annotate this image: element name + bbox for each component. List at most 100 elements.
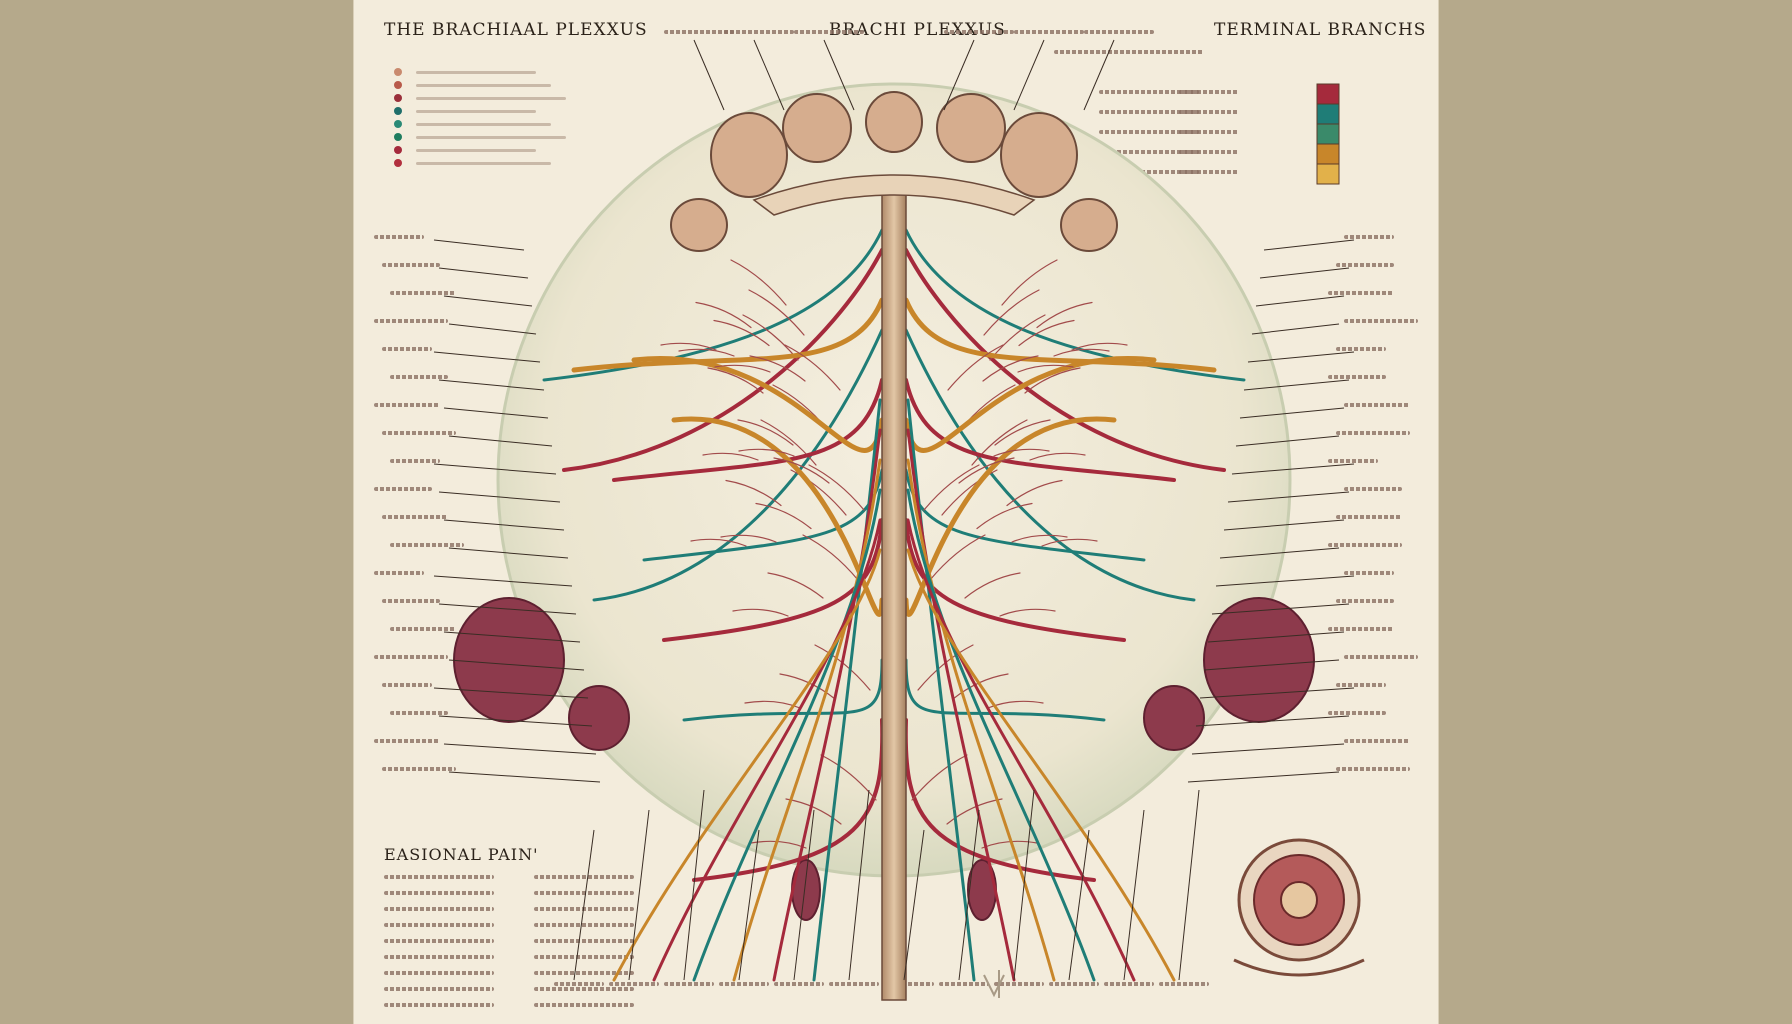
leader-line — [1251, 323, 1340, 335]
vertebra — [782, 93, 852, 163]
illegible-label — [1328, 627, 1394, 631]
illegible-label — [1014, 30, 1084, 34]
spinal-column — [881, 189, 907, 1001]
legend-item — [394, 66, 536, 78]
nerve-branch — [971, 419, 1028, 466]
nerve-branch — [904, 378, 1176, 482]
illegible-label — [384, 907, 494, 911]
illegible-label — [1179, 170, 1239, 174]
illegible-label — [374, 319, 448, 323]
leader-line — [1013, 789, 1035, 981]
nerve-branch — [987, 700, 1044, 709]
nerve-branch — [784, 344, 841, 391]
leader-line — [1199, 687, 1355, 699]
illegible-label — [384, 987, 494, 991]
illegible-label — [534, 923, 634, 927]
nerve-branch — [714, 364, 771, 373]
legend-item — [394, 157, 551, 169]
nerve-branch — [1029, 452, 1086, 461]
nerve-branch — [707, 367, 764, 394]
nerve-branch — [904, 518, 1126, 642]
leader-line — [628, 809, 650, 981]
nerve-branch — [732, 608, 789, 617]
nerve-branch — [695, 301, 752, 329]
illegible-label — [382, 515, 448, 519]
illegible-label — [390, 543, 464, 547]
leader-line — [793, 809, 815, 981]
illegible-label — [374, 739, 440, 743]
illegible-label — [1336, 347, 1386, 351]
illegible-label — [719, 982, 769, 986]
nerve-branch — [592, 328, 884, 602]
leader-line — [443, 631, 581, 643]
leader-line — [1231, 463, 1355, 475]
leader-line — [1203, 659, 1340, 671]
illegible-label — [1099, 90, 1199, 94]
vertebra — [710, 112, 788, 198]
leader-line — [443, 407, 549, 419]
illegible-label — [534, 891, 634, 895]
nerve-branch — [562, 248, 884, 472]
legend-item — [394, 118, 551, 130]
illegible-label — [1336, 599, 1394, 603]
illegible-label — [1344, 739, 1410, 743]
nerve-branch — [958, 457, 1015, 484]
illegible-label — [390, 375, 448, 379]
leader-lines — [433, 39, 1355, 981]
nerve-branch — [904, 228, 1246, 382]
illegible-label — [1344, 235, 1394, 239]
nerve-branch — [1036, 301, 1093, 329]
leader-line — [958, 809, 980, 981]
nerve-branch — [976, 502, 1033, 530]
nerve-branch — [906, 428, 1016, 982]
illegible-label — [384, 971, 494, 975]
illegible-label — [1179, 150, 1239, 154]
nerve-branch — [1018, 319, 1075, 347]
leader-line — [1211, 603, 1350, 615]
illegible-label — [994, 982, 1044, 986]
illegible-label — [382, 347, 432, 351]
illegible-label — [534, 939, 634, 943]
illegible-label — [1179, 90, 1239, 94]
publisher-logo-icon — [983, 970, 1005, 998]
nerve-branch — [1006, 479, 1063, 507]
leader-line — [573, 829, 595, 981]
illegible-label — [664, 982, 714, 986]
legend-text-placeholder — [416, 161, 551, 165]
illegible-label — [382, 599, 440, 603]
leader-line — [693, 39, 725, 111]
nerve-branch — [692, 488, 882, 982]
nerve-branch — [1041, 538, 1098, 547]
nerve-branch — [652, 518, 882, 982]
illegible-label — [534, 875, 634, 879]
diagram-title: BRACHI PLEXXUS — [829, 20, 1006, 40]
illegible-label — [382, 683, 432, 687]
illegible-label — [390, 711, 448, 715]
illegible-label — [1328, 375, 1386, 379]
illegible-label — [390, 291, 456, 295]
nerve-branch — [682, 658, 884, 722]
nerve-branches — [542, 228, 1246, 982]
nerve-branch — [808, 464, 865, 511]
nerve-branch — [814, 644, 871, 691]
illegible-label — [384, 875, 494, 879]
leader-line — [1013, 39, 1045, 111]
leader-line — [443, 295, 533, 307]
nerve-branch — [906, 518, 1136, 982]
nerve-branch — [702, 452, 759, 461]
illegible-label — [939, 982, 989, 986]
nerve-branch — [904, 248, 1226, 472]
nerve-branch — [1071, 342, 1128, 351]
nerve-branch — [612, 378, 884, 482]
illegible-label — [374, 487, 432, 491]
nerve-branch — [904, 658, 1106, 722]
legend-item — [394, 92, 566, 104]
nerve-branch — [767, 572, 824, 599]
vertebrae — [670, 91, 1118, 252]
legend-dot-icon — [394, 120, 402, 128]
vertebra — [670, 198, 728, 252]
leader-line — [683, 789, 705, 981]
nerve-branch — [802, 534, 859, 581]
illegible-label — [374, 403, 440, 407]
poster-page: THE BRACHIAAL PLEXXUS BRACHI PLEXXUS TER… — [354, 0, 1438, 1024]
